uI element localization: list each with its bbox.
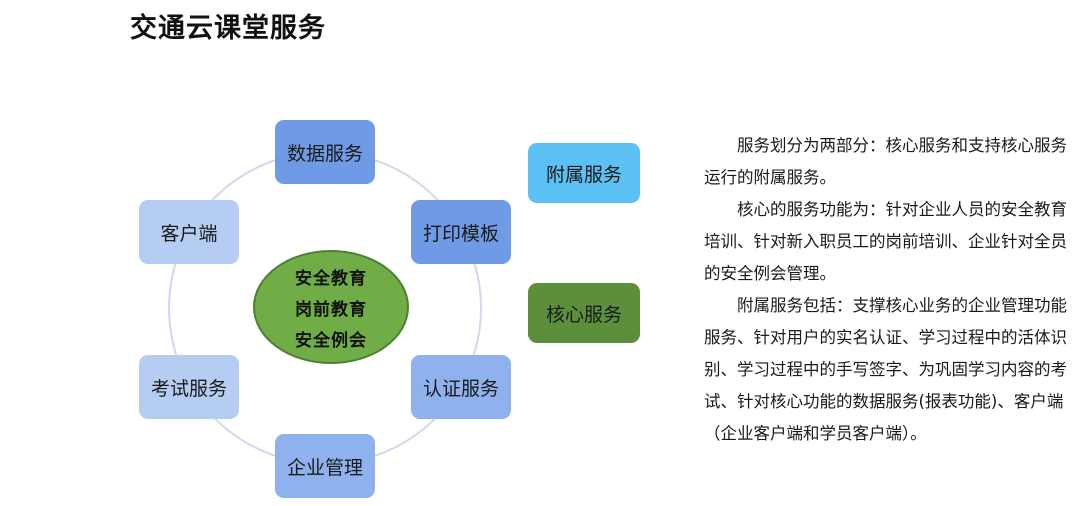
description-text: 服务划分为两部分：核心服务和支持核心服务运行的附属服务。 核心的服务功能为：针对… <box>704 130 1070 450</box>
node-print-template: 打印模板 <box>411 200 511 264</box>
node-enterprise-mgmt: 企业管理 <box>275 434 375 498</box>
center-line-1: 安全教育 <box>295 268 367 289</box>
core-center-circle: 安全教育 岗前教育 安全例会 <box>253 250 409 364</box>
center-line-2: 岗前教育 <box>295 299 367 320</box>
node-client: 客户端 <box>139 200 239 264</box>
description-paragraph-3: 附属服务包括：支撑核心业务的企业管理功能服务、针对用户的实名认证、学习过程中的活… <box>704 296 1067 443</box>
node-exam-service: 考试服务 <box>139 355 239 419</box>
legend-core-service: 核心服务 <box>528 283 640 343</box>
node-auth-service: 认证服务 <box>411 355 511 419</box>
legend-attached-service: 附属服务 <box>528 143 640 203</box>
service-diagram: 安全教育 岗前教育 安全例会 数据服务 打印模板 认证服务 企业管理 考试服务 … <box>139 120 640 498</box>
node-data-service: 数据服务 <box>275 120 375 184</box>
center-line-3: 安全例会 <box>295 330 367 351</box>
page-title: 交通云课堂服务 <box>130 13 326 44</box>
description-paragraph-1: 服务划分为两部分：核心服务和支持核心服务运行的附属服务。 <box>704 136 1067 187</box>
description-paragraph-2: 核心的服务功能为：针对企业人员的安全教育培训、针对新入职员工的岗前培训、企业针对… <box>704 200 1067 283</box>
